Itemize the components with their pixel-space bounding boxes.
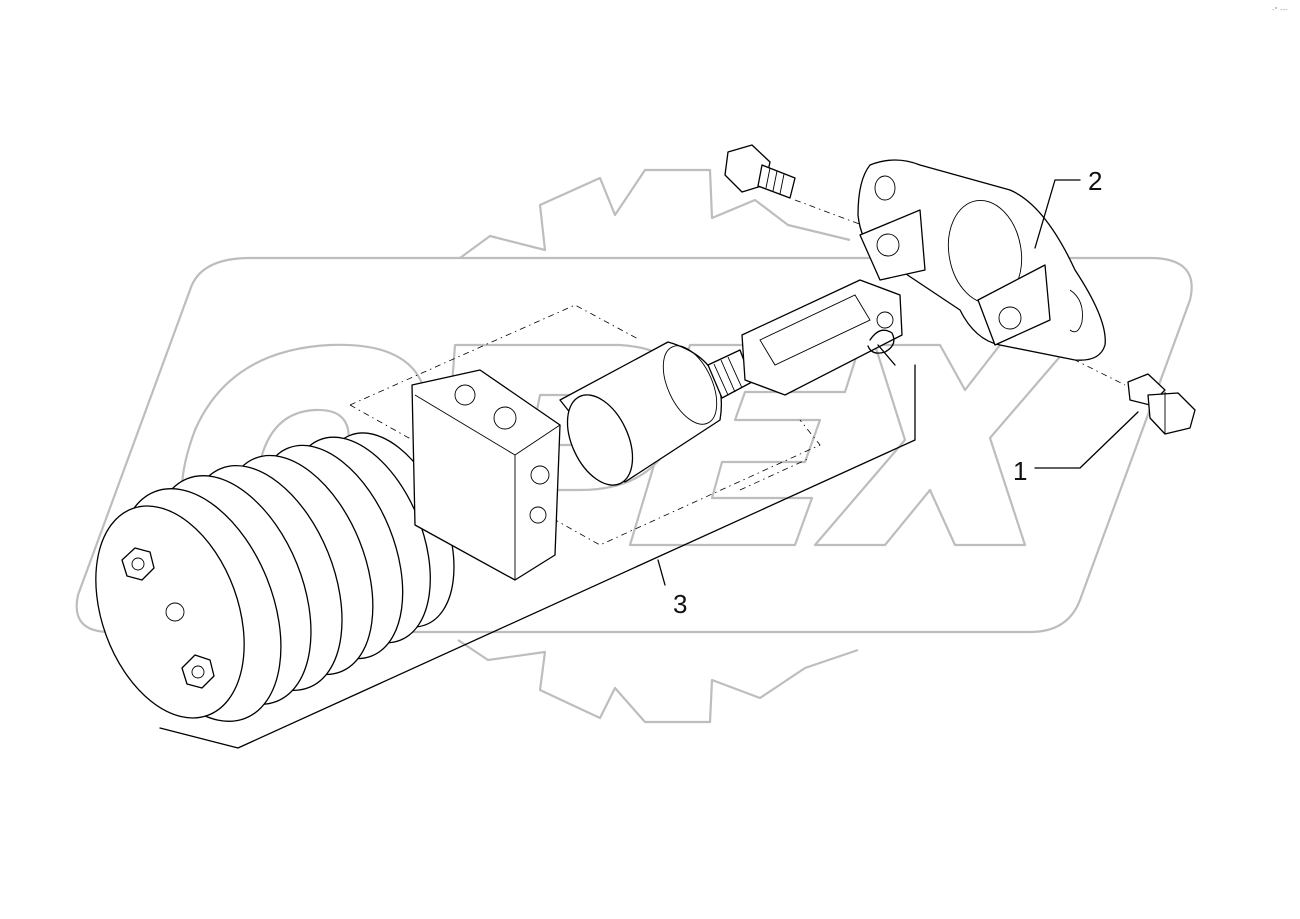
flange-lug bbox=[859, 209, 926, 281]
callout-3: 3 bbox=[673, 589, 687, 619]
clevis-pin-clip bbox=[867, 329, 896, 366]
watermark-letter-x bbox=[813, 343, 1072, 547]
corner-mark: -" --- bbox=[1272, 6, 1288, 14]
end-cap-nut bbox=[121, 547, 155, 581]
leader-lines bbox=[657, 179, 1139, 586]
leader-line-3 bbox=[657, 559, 666, 586]
cylinder-barrel bbox=[559, 341, 722, 486]
valve-block bbox=[411, 369, 561, 581]
actuator-cylinder-assembly bbox=[95, 279, 903, 722]
flange-bolt-hole bbox=[874, 175, 896, 201]
leader-line-2 bbox=[1034, 179, 1081, 249]
mounting-flange-part-2 bbox=[857, 159, 1106, 361]
piston-rod bbox=[707, 349, 753, 399]
watermark-gear-outline bbox=[457, 168, 859, 724]
watermark-letter-e bbox=[628, 343, 862, 547]
watermark-rounded-frame bbox=[75, 256, 1193, 634]
end-cap-port bbox=[165, 602, 185, 622]
assembly-bracket bbox=[159, 364, 916, 749]
end-cap-nut bbox=[181, 654, 215, 689]
callout-2: 2 bbox=[1088, 166, 1102, 196]
bolt-upper bbox=[724, 144, 796, 199]
bolt-part-1 bbox=[1127, 373, 1196, 435]
flange-lug bbox=[977, 264, 1051, 346]
leader-line-1 bbox=[1034, 411, 1139, 469]
callout-1: 1 bbox=[1013, 456, 1027, 486]
clevis-fork bbox=[741, 279, 903, 396]
